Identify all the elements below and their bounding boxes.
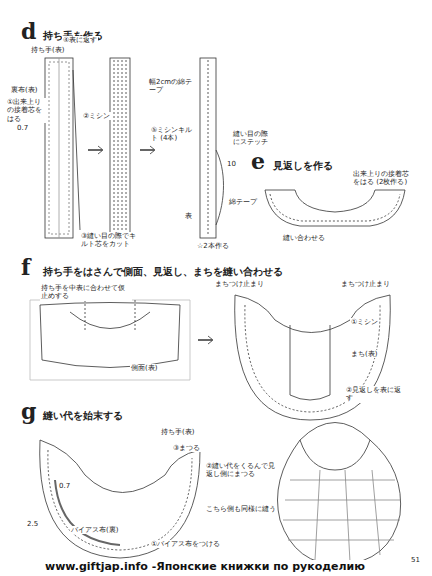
note: ☆2本作る — [196, 242, 230, 250]
part-name: まちつけ止まり — [214, 280, 265, 288]
page-number: 51 — [410, 556, 421, 564]
step-note: 幅2cmの綿テープ — [148, 78, 198, 95]
step-note: 持ち手を中表に合わせて仮止めする — [40, 284, 132, 301]
section-title: 縫い代を始末する — [42, 410, 124, 422]
note: こちら側も同様に縫う — [205, 505, 277, 513]
part-name: 持ち手(表) — [30, 46, 65, 54]
step-note: 出来上りの接着芯をはる (2枚作る) — [352, 170, 416, 187]
step-note: 縫い目の際にステッチ — [232, 130, 274, 147]
step-note: ①出来上りの接着芯をはる — [6, 98, 46, 123]
step-note: ②見返しを表に返す — [345, 386, 407, 403]
section-letter: f — [20, 256, 31, 278]
part-name: まちつけ止まり — [340, 280, 391, 288]
watermark: www.giftjap.info -Японские книжки по рук… — [44, 560, 366, 573]
section-letter: e — [250, 150, 266, 172]
step-note: ①ミシン — [350, 318, 379, 326]
step-note: 縫い合わせる — [282, 234, 326, 242]
step-note: ②ミシン — [82, 112, 111, 120]
section-letter: d — [20, 20, 37, 42]
section-letter: g — [20, 400, 37, 422]
part-name: 綿テープ — [228, 198, 258, 206]
section-title: 見返しを作る — [272, 160, 334, 172]
section-title: 持ち手をはさんで側面、見返し、まちを縫い合わせる — [42, 266, 284, 278]
step-note: ①バイアス布をつける — [150, 540, 222, 548]
part-name: 裏布(表) — [10, 86, 38, 94]
dimension: 10 — [226, 160, 237, 168]
step-note: ②縫い代をくるんで見返し側にまつる — [205, 462, 277, 479]
part-name: 表 — [184, 212, 193, 220]
part-name: 持ち手(表) — [160, 428, 195, 436]
dimension: 2.5 — [26, 520, 39, 528]
step-note: ⑤ミシンキルト (4本) — [150, 126, 196, 143]
step-note: ③まつる — [172, 444, 201, 452]
step-note: ③縫い目の際でキルト芯をカット — [80, 232, 142, 249]
part-name: バイアス布(裏) — [70, 526, 119, 534]
part-name: まち(表) — [350, 350, 378, 358]
dimension: 0.7 — [16, 124, 29, 132]
dimension: 0.7 — [58, 482, 71, 490]
part-name: 側面(表) — [130, 364, 158, 372]
step-note: ④表に返す — [62, 36, 98, 44]
